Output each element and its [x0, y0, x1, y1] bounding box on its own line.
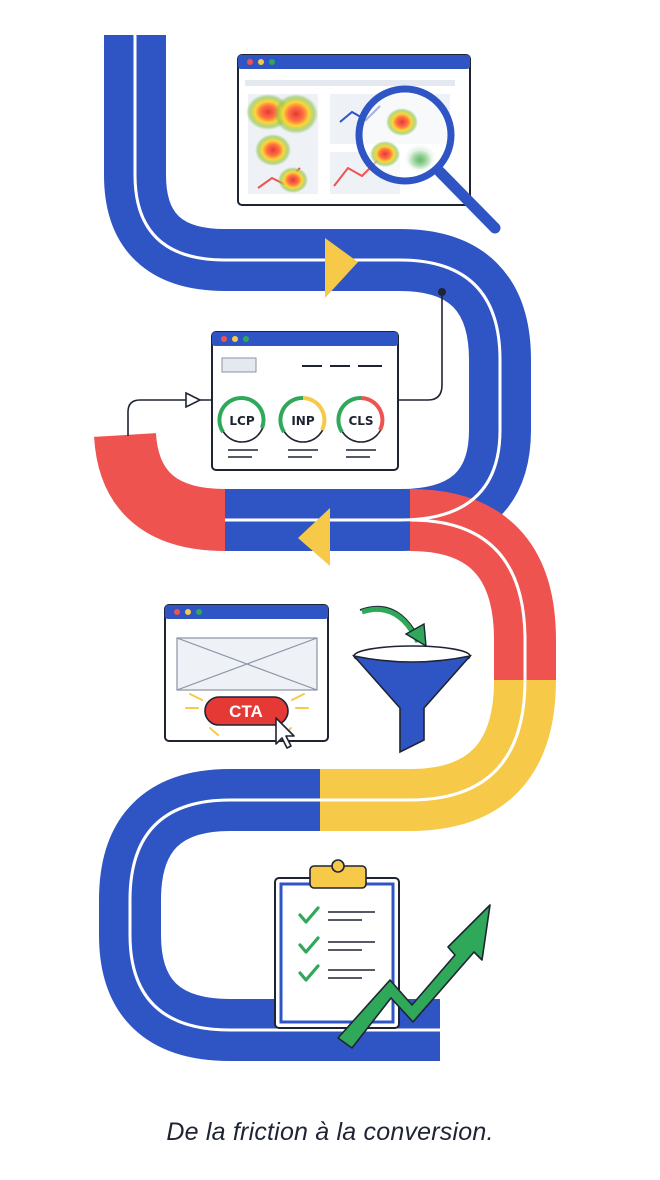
- heatmap-dashboard-window: [237, 54, 501, 234]
- funnel-icon: [351, 605, 473, 754]
- direction-arrow-left: [298, 508, 330, 566]
- cta-button-label: CTA: [229, 702, 263, 721]
- mouse-cursor-icon: [275, 717, 295, 749]
- cta-button: [204, 696, 289, 726]
- web-vitals-window: LCP INP CLS: [127, 288, 446, 471]
- inp-label: INP: [291, 414, 315, 428]
- heat-blob: [274, 94, 318, 134]
- cls-label: CLS: [348, 414, 373, 428]
- heat-blob: [255, 134, 291, 166]
- caption-text: De la friction à la conversion.: [166, 1118, 494, 1146]
- road-segment-red-left: [94, 431, 226, 551]
- lcp-gauge: LCP: [217, 395, 266, 443]
- checklist-clipboard-icon: [274, 859, 400, 1029]
- magnifying-glass-icon: [355, 85, 501, 234]
- cta-page-window: CTA: [164, 604, 329, 749]
- inp-gauge: INP: [278, 395, 327, 443]
- road-center-line: [133, 35, 502, 522]
- winding-road: [94, 35, 556, 1061]
- growth-arrow-icon: [337, 904, 491, 1049]
- road-center-line-2: [128, 518, 527, 1032]
- heat-blob: [278, 167, 308, 193]
- direction-arrow-right: [325, 238, 358, 298]
- conversion-journey-illustration: LCP INP CLS: [94, 35, 556, 1061]
- lcp-label: LCP: [229, 414, 254, 428]
- cls-gauge: CLS: [336, 395, 385, 443]
